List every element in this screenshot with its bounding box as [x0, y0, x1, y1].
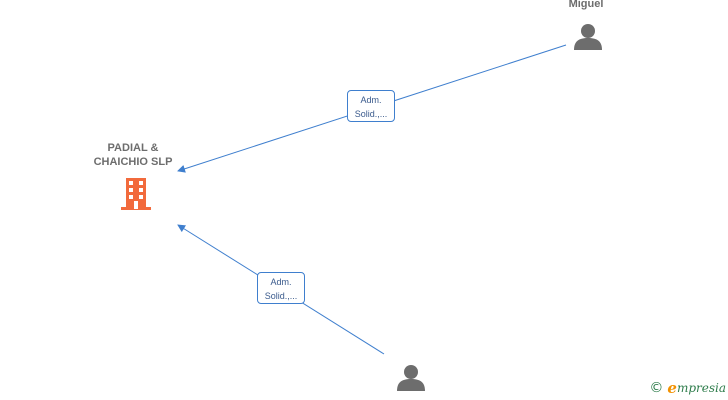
edge-label-role: Adm. — [270, 277, 292, 287]
brand-initial: e — [667, 379, 677, 397]
company-name-line2: CHAICHIO SLP — [93, 156, 173, 168]
person-icon[interactable] — [573, 22, 603, 50]
empresia-logo: © e mpresia — [649, 379, 726, 397]
brand-name: mpresia — [676, 381, 726, 395]
edge-label-role-detail: Solid.,... — [354, 109, 388, 119]
company-name-line1: PADIAL & — [107, 142, 159, 154]
copyright-icon: © — [649, 380, 664, 396]
building-icon[interactable] — [120, 176, 152, 211]
company-name[interactable]: PADIAL & CHAICHIO SLP — [78, 141, 188, 169]
edge-label-role-detail: Solid.,... — [264, 291, 298, 301]
person-top-name[interactable]: Miguel — [568, 0, 604, 10]
edge-label-top[interactable]: Adm. Solid.,... — [347, 90, 395, 122]
edge-label-role: Adm. — [360, 95, 382, 105]
edge-label-bottom[interactable]: Adm. Solid.,... — [257, 272, 305, 304]
person-icon[interactable] — [396, 363, 426, 391]
